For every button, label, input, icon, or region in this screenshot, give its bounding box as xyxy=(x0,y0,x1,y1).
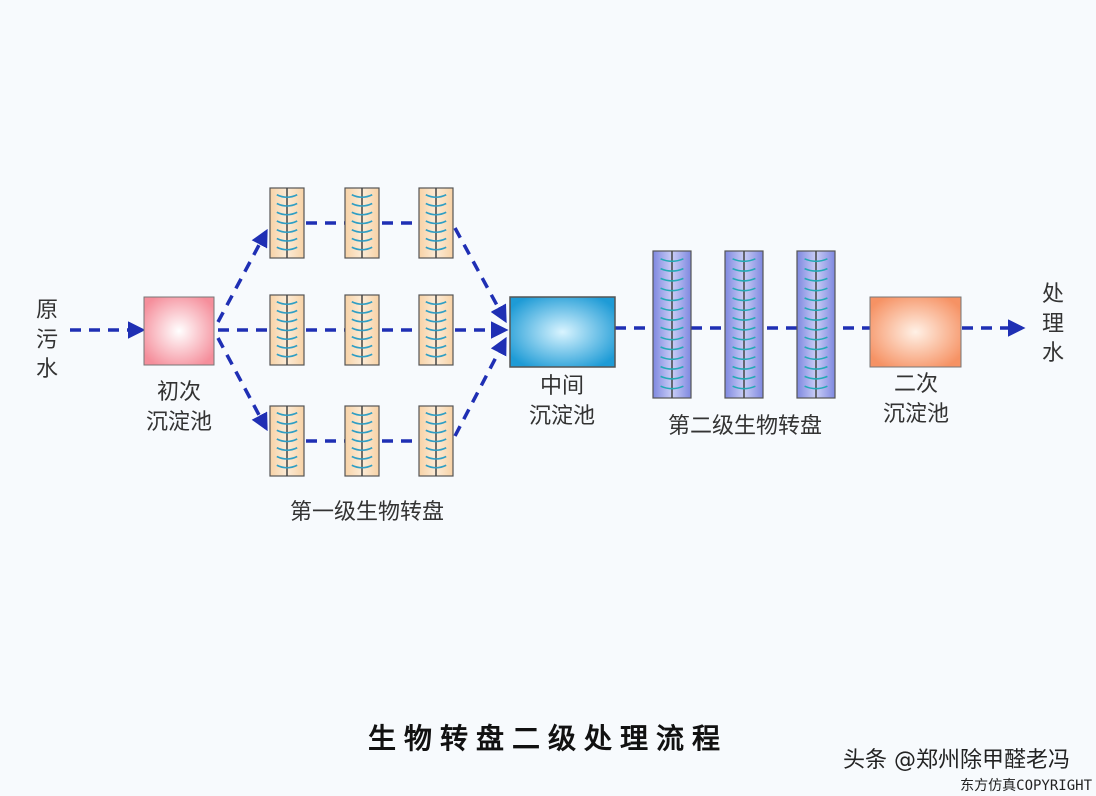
intermediate-clarifier-tank xyxy=(509,296,616,368)
stage1-disc-r1-c2 xyxy=(344,187,380,259)
intermediate-clarifier-label-line2: 沉淀池 xyxy=(528,403,595,429)
secondary-clarifier-label-line1: 二次 xyxy=(893,372,938,397)
secondary-clarifier-label: 二次 沉淀池 xyxy=(868,370,964,429)
stage2-disc-3 xyxy=(796,250,836,399)
intermediate-clarifier-label: 中间 沉淀池 xyxy=(512,372,612,431)
stage1-disc-r3-c3 xyxy=(418,405,454,477)
stage1-disc-r1-c1 xyxy=(269,187,305,259)
primary-clarifier-label-line1: 初次 xyxy=(156,380,201,405)
stage1-label: 第一级生物转盘 xyxy=(289,500,444,525)
secondary-clarifier-tank xyxy=(869,296,962,368)
stage1-disc-r2-c3 xyxy=(418,294,454,366)
watermark-text: 头条 @郑州除甲醛老冯 xyxy=(843,748,1070,773)
secondary-clarifier-label-line2: 沉淀池 xyxy=(882,401,949,427)
primary-clarifier-label: 初次 沉淀池 xyxy=(133,378,225,437)
stage2-label: 第二级生物转盘 xyxy=(667,414,822,439)
stage2-disc-2 xyxy=(724,250,764,399)
stage1-disc-r2-c1 xyxy=(269,294,305,366)
intermediate-clarifier-label-line1: 中间 xyxy=(539,374,584,399)
flow-bottom-to-intermediate xyxy=(453,336,507,437)
stage1-disc-group xyxy=(269,187,454,477)
stage1-disc-r3-c1 xyxy=(269,405,305,477)
primary-clarifier-tank xyxy=(143,296,215,366)
flow-to-top-branch xyxy=(216,228,268,323)
primary-clarifier-label-line2: 沉淀池 xyxy=(145,409,212,435)
stage2-disc-1 xyxy=(652,250,692,399)
diagram-caption: 生物转盘二级处理流程 xyxy=(367,722,728,755)
copyright-text: 东方仿真COPYRIGHT xyxy=(960,778,1092,794)
stage1-disc-r2-c2 xyxy=(344,294,380,366)
flow-to-bottom-branch xyxy=(216,337,268,432)
raw-wastewater-label: 原污水 xyxy=(35,298,58,383)
flow-top-to-intermediate xyxy=(453,227,507,324)
treated-water-label: 处理水 xyxy=(1041,282,1064,367)
stage2-disc-group xyxy=(652,250,836,399)
stage1-disc-r1-c3 xyxy=(418,187,454,259)
stage1-disc-r3-c2 xyxy=(344,405,380,477)
